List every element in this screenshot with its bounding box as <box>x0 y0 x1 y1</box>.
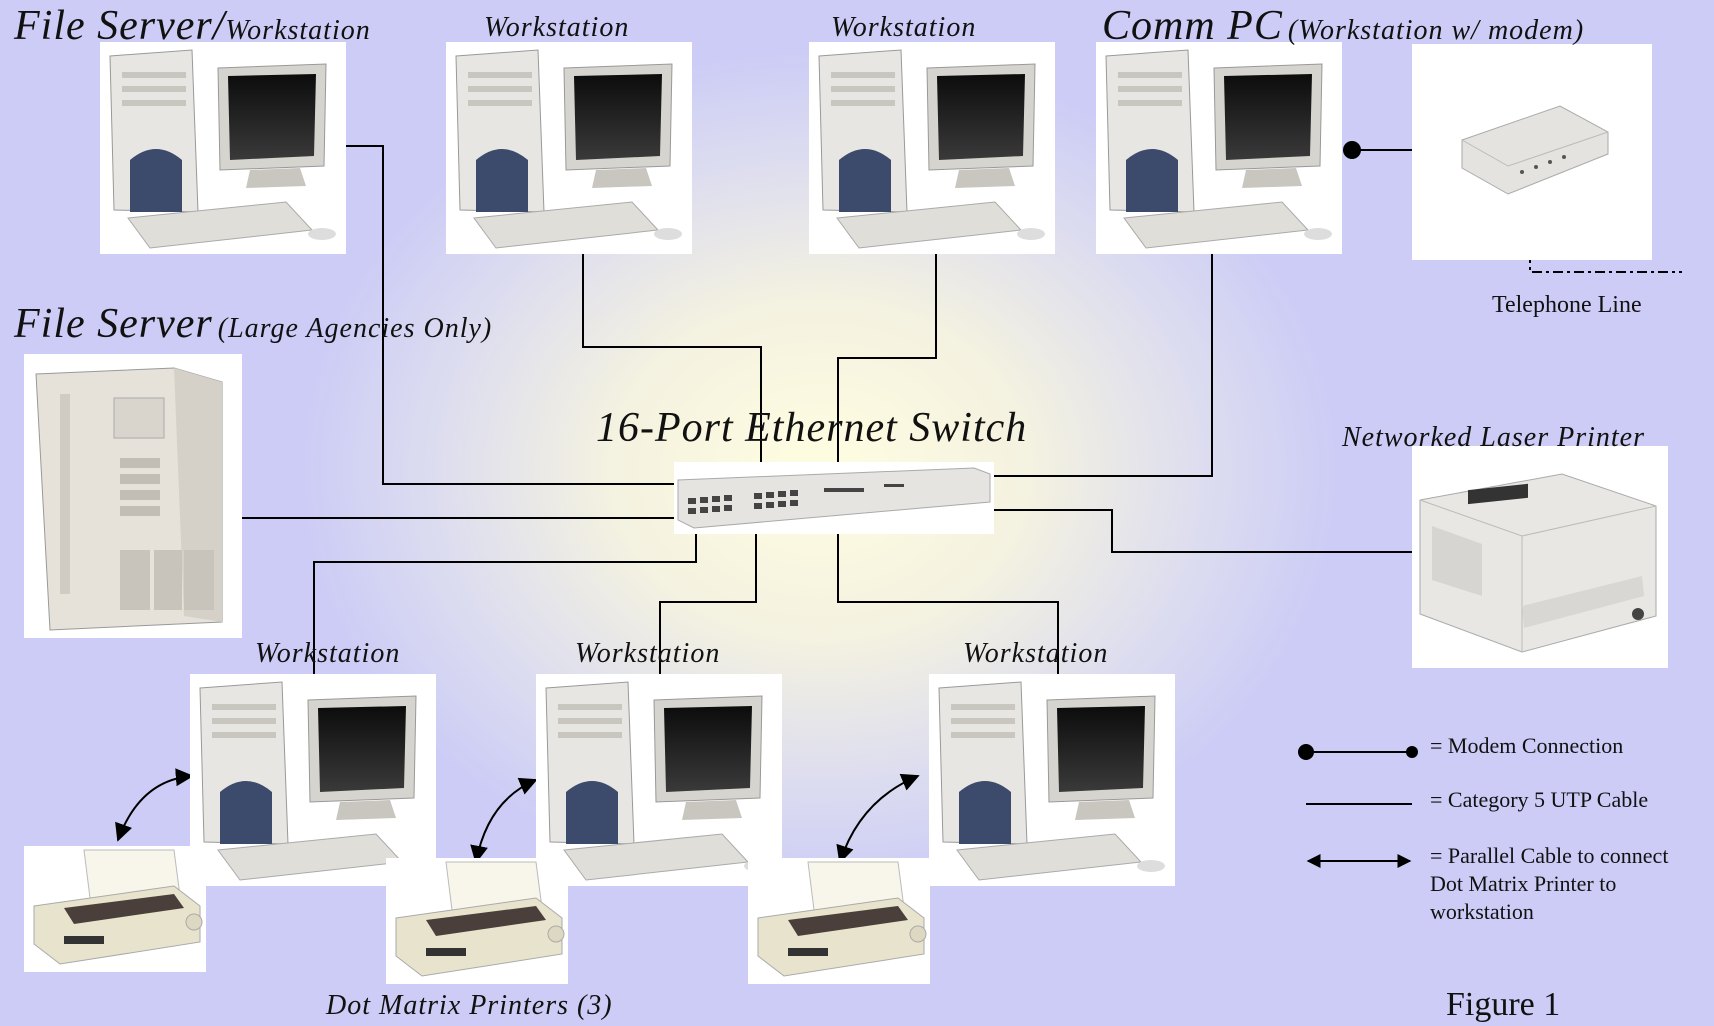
cable-file-server-workstation <box>345 145 676 485</box>
cable-workstation-top-3 <box>837 252 937 464</box>
label-dot-matrix-printers-text: Dot Matrix Printers (3) <box>326 990 613 1021</box>
modem-icon <box>1412 44 1652 260</box>
label-file-server-workstation-sub: Workstation <box>225 15 371 46</box>
legend-modem-dot-left <box>1298 744 1314 760</box>
laser-printer-icon <box>1412 446 1668 668</box>
dot-matrix-printer-icon <box>748 858 930 984</box>
cable-workstation-bottom-1 <box>313 530 697 676</box>
dot-matrix-printer-icon <box>386 858 568 984</box>
label-workstation-bottom-1-text: Workstation <box>255 638 401 669</box>
label-workstation-top-2: Workstation <box>484 12 629 44</box>
legend-parallel-text: = Parallel Cable to connect Dot Matrix P… <box>1430 843 1669 924</box>
parallel-cable-2 <box>470 777 538 864</box>
label-telephone-line: Telephone Line <box>1492 292 1642 318</box>
label-comm-pc: Comm PC (Workstation w/ modem) <box>1102 2 1584 50</box>
legend-utp-text: = Category 5 UTP Cable <box>1430 787 1649 812</box>
label-dot-matrix-printers: Dot Matrix Printers (3) <box>326 990 613 1022</box>
label-workstation-bottom-2: Workstation <box>575 638 720 670</box>
workstation-icon <box>446 42 692 254</box>
tower-server-icon <box>24 354 242 638</box>
label-laser-printer-text: Networked Laser Printer <box>1342 422 1645 453</box>
label-workstation-bottom-1: Workstation <box>255 638 400 670</box>
dot-matrix-printer-icon <box>24 846 206 972</box>
label-file-server: File Server (Large Agencies Only) <box>14 300 492 348</box>
cable-workstation-bottom-2 <box>659 530 757 676</box>
label-switch: 16-Port Ethernet Switch <box>596 404 1027 452</box>
modem-connection-dot <box>1343 141 1361 159</box>
label-workstation-top-3: Workstation <box>831 12 976 44</box>
workstation-icon <box>929 674 1175 886</box>
label-laser-printer: Networked Laser Printer <box>1342 422 1645 454</box>
parallel-cable-3 <box>836 773 920 864</box>
label-comm-pc-main: Comm PC <box>1102 3 1283 49</box>
label-workstation-bottom-2-text: Workstation <box>575 638 721 669</box>
workstation-icon <box>536 674 782 886</box>
cable-comm-pc <box>990 232 1213 477</box>
workstation-icon <box>1096 42 1342 254</box>
workstation-icon <box>809 42 1055 254</box>
ethernet-switch-icon <box>674 462 994 534</box>
workstation-icon <box>100 42 346 254</box>
legend-modem-dot-right <box>1406 746 1418 758</box>
parallel-cable-1 <box>115 768 194 842</box>
label-file-server-workstation: File Server/Workstation <box>14 2 371 50</box>
label-file-server-workstation-main: File Server/ <box>14 3 226 49</box>
label-file-server-main: File Server <box>14 301 213 347</box>
label-workstation-top-2-text: Workstation <box>484 12 630 43</box>
legend-modem-text: = Modem Connection <box>1430 733 1624 758</box>
label-workstation-bottom-3-text: Workstation <box>963 638 1109 669</box>
label-workstation-bottom-3: Workstation <box>963 638 1108 670</box>
cable-workstation-top-2 <box>582 228 762 464</box>
label-file-server-sub: (Large Agencies Only) <box>217 313 493 344</box>
figure-caption: Figure 1 <box>1446 986 1561 1023</box>
cable-workstation-bottom-3 <box>837 530 1059 676</box>
cable-laser-printer <box>990 509 1412 553</box>
label-comm-pc-sub: (Workstation w/ modem) <box>1287 15 1585 46</box>
label-workstation-top-3-text: Workstation <box>831 12 977 43</box>
label-switch-text: 16-Port Ethernet Switch <box>596 405 1028 451</box>
workstation-icon <box>190 674 436 886</box>
